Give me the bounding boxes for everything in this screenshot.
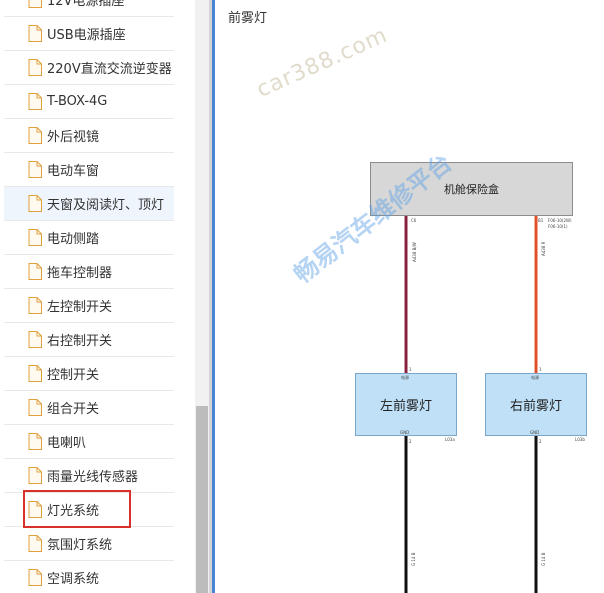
document-icon [28, 25, 42, 42]
ground-wire-right-code: G 14 B [541, 552, 546, 566]
wiring-diagram [404, 216, 538, 593]
fusebox-pin-right: B1 [538, 218, 544, 223]
diagram-viewer: 前雾灯 car388.com 机舱保险盒 C6 B1 F06-10(2W) F0… [215, 0, 604, 593]
left-fog-lamp: 左前雾灯 [355, 373, 457, 436]
document-icon [28, 331, 42, 348]
sidebar-tree: 12V电源插座 USB电源插座 220V直流交流逆变器 T-BOX-4G 外后视镜电动车… [0, 0, 195, 593]
document-icon [28, 0, 42, 8]
sidebar-item[interactable]: 天窗及阅读灯、顶灯 [4, 187, 174, 221]
lamp-right-power-label: 电源 [531, 375, 539, 380]
document-icon [28, 263, 42, 280]
lamp-right-pin-gnd: 2 [539, 439, 542, 444]
sidebar-item-label: 12V电源插座 [47, 0, 125, 9]
sidebar-item-label: 220V直流交流逆变器 [47, 62, 172, 77]
pane-divider[interactable] [209, 0, 212, 593]
scrollbar-thumb[interactable] [196, 406, 208, 593]
wire-right-code: A438 R [541, 241, 546, 256]
sidebar-item[interactable]: 电动侧踏 [4, 221, 174, 255]
sidebar-item-label: 控制开关 [47, 368, 100, 383]
sidebar-item[interactable]: T-BOX-4G [4, 85, 174, 119]
lamp-right-pin-power: 1 [539, 367, 542, 372]
engine-fusebox: 机舱保险盒 [370, 162, 573, 216]
document-icon [28, 569, 42, 586]
sidebar-item-label: 空调系统 [47, 572, 100, 587]
sidebar-item[interactable]: 氛围灯系统 [4, 527, 174, 561]
lamp-left-pin-gnd: 2 [409, 439, 412, 444]
page-title: 前雾灯 [228, 11, 268, 26]
sidebar-item[interactable]: 雨量光线传感器 [4, 459, 174, 493]
sidebar-item[interactable]: 控制开关 [4, 357, 174, 391]
sidebar-item[interactable]: 空调系统 [4, 561, 174, 593]
document-icon [28, 535, 42, 552]
document-icon [28, 297, 42, 314]
sidebar-item-label: 灯光系统 [47, 504, 100, 519]
document-icon [28, 365, 42, 382]
sidebar-item[interactable]: 拖车控制器 [4, 255, 174, 289]
sidebar-item-label: 电动侧踏 [47, 232, 100, 247]
document-icon [28, 161, 42, 178]
document-icon [28, 229, 42, 246]
lamp-right-gnd-label: GND [530, 430, 540, 435]
lamp-left-connector: L03a [445, 437, 455, 442]
sidebar-item[interactable]: 组合开关 [4, 391, 174, 425]
sidebar-item-label: 天窗及阅读灯、顶灯 [47, 198, 165, 213]
document-icon [28, 127, 42, 144]
sidebar-item[interactable]: 12V电源插座 [4, 0, 174, 17]
sidebar-item-label: 外后视镜 [47, 130, 100, 145]
lamp-left-pin-power: 1 [409, 367, 412, 372]
left-fog-lamp-label: 左前雾灯 [379, 399, 432, 414]
fusebox-pin-left: C6 [411, 218, 417, 223]
sidebar-item-label: 雨量光线传感器 [47, 470, 139, 485]
sidebar-item-label: 拖车控制器 [47, 266, 113, 281]
document-icon [28, 399, 42, 416]
document-icon [28, 501, 42, 518]
sidebar-item-label: 氛围灯系统 [47, 538, 113, 553]
fusebox-fuse-label-1: F06-10(2W) [548, 218, 572, 223]
sidebar-item-label: 电喇叭 [47, 436, 87, 451]
lamp-right-connector: L03b [575, 437, 585, 442]
lamp-left-gnd-label: GND [400, 430, 410, 435]
ground-wire-left-code: G 14 B [411, 552, 416, 566]
sidebar-item-label: 电动车窗 [47, 164, 100, 179]
sidebar-item[interactable]: 220V直流交流逆变器 [4, 51, 174, 85]
sidebar-item-label: 组合开关 [47, 402, 100, 417]
sidebar-item[interactable]: 外后视镜 [4, 119, 174, 153]
document-icon [28, 195, 42, 212]
right-fog-lamp: 右前雾灯 [485, 373, 587, 436]
sidebar-item-label: USB电源插座 [47, 28, 126, 43]
sidebar-item[interactable]: 右控制开关 [4, 323, 174, 357]
sidebar-item-label: 左控制开关 [47, 300, 113, 315]
fusebox-label: 机舱保险盒 [444, 183, 499, 196]
sidebar-item-label: 右控制开关 [47, 334, 113, 349]
document-icon [28, 467, 42, 484]
document-icon [28, 59, 42, 76]
wire-left-code: A438 B/W [412, 242, 417, 262]
fusebox-fuse-label-2: F06-10(1) [548, 224, 568, 229]
tree-list: 12V电源插座 USB电源插座 220V直流交流逆变器 T-BOX-4G 外后视镜电动车… [0, 0, 195, 593]
document-icon [28, 93, 42, 110]
sidebar-item[interactable]: USB电源插座 [4, 17, 174, 51]
pane-divider-accent [212, 0, 215, 593]
sidebar-item[interactable]: 电喇叭 [4, 425, 174, 459]
sidebar-item[interactable]: 电动车窗 [4, 153, 174, 187]
right-fog-lamp-label: 右前雾灯 [509, 399, 562, 414]
sidebar-item[interactable]: 左控制开关 [4, 289, 174, 323]
sidebar-scrollbar[interactable] [195, 0, 209, 593]
sidebar-item-label: T-BOX-4G [47, 94, 108, 109]
highlight-annotation-box [23, 490, 131, 528]
document-icon [28, 433, 42, 450]
lamp-left-power-label: 电源 [401, 375, 409, 380]
